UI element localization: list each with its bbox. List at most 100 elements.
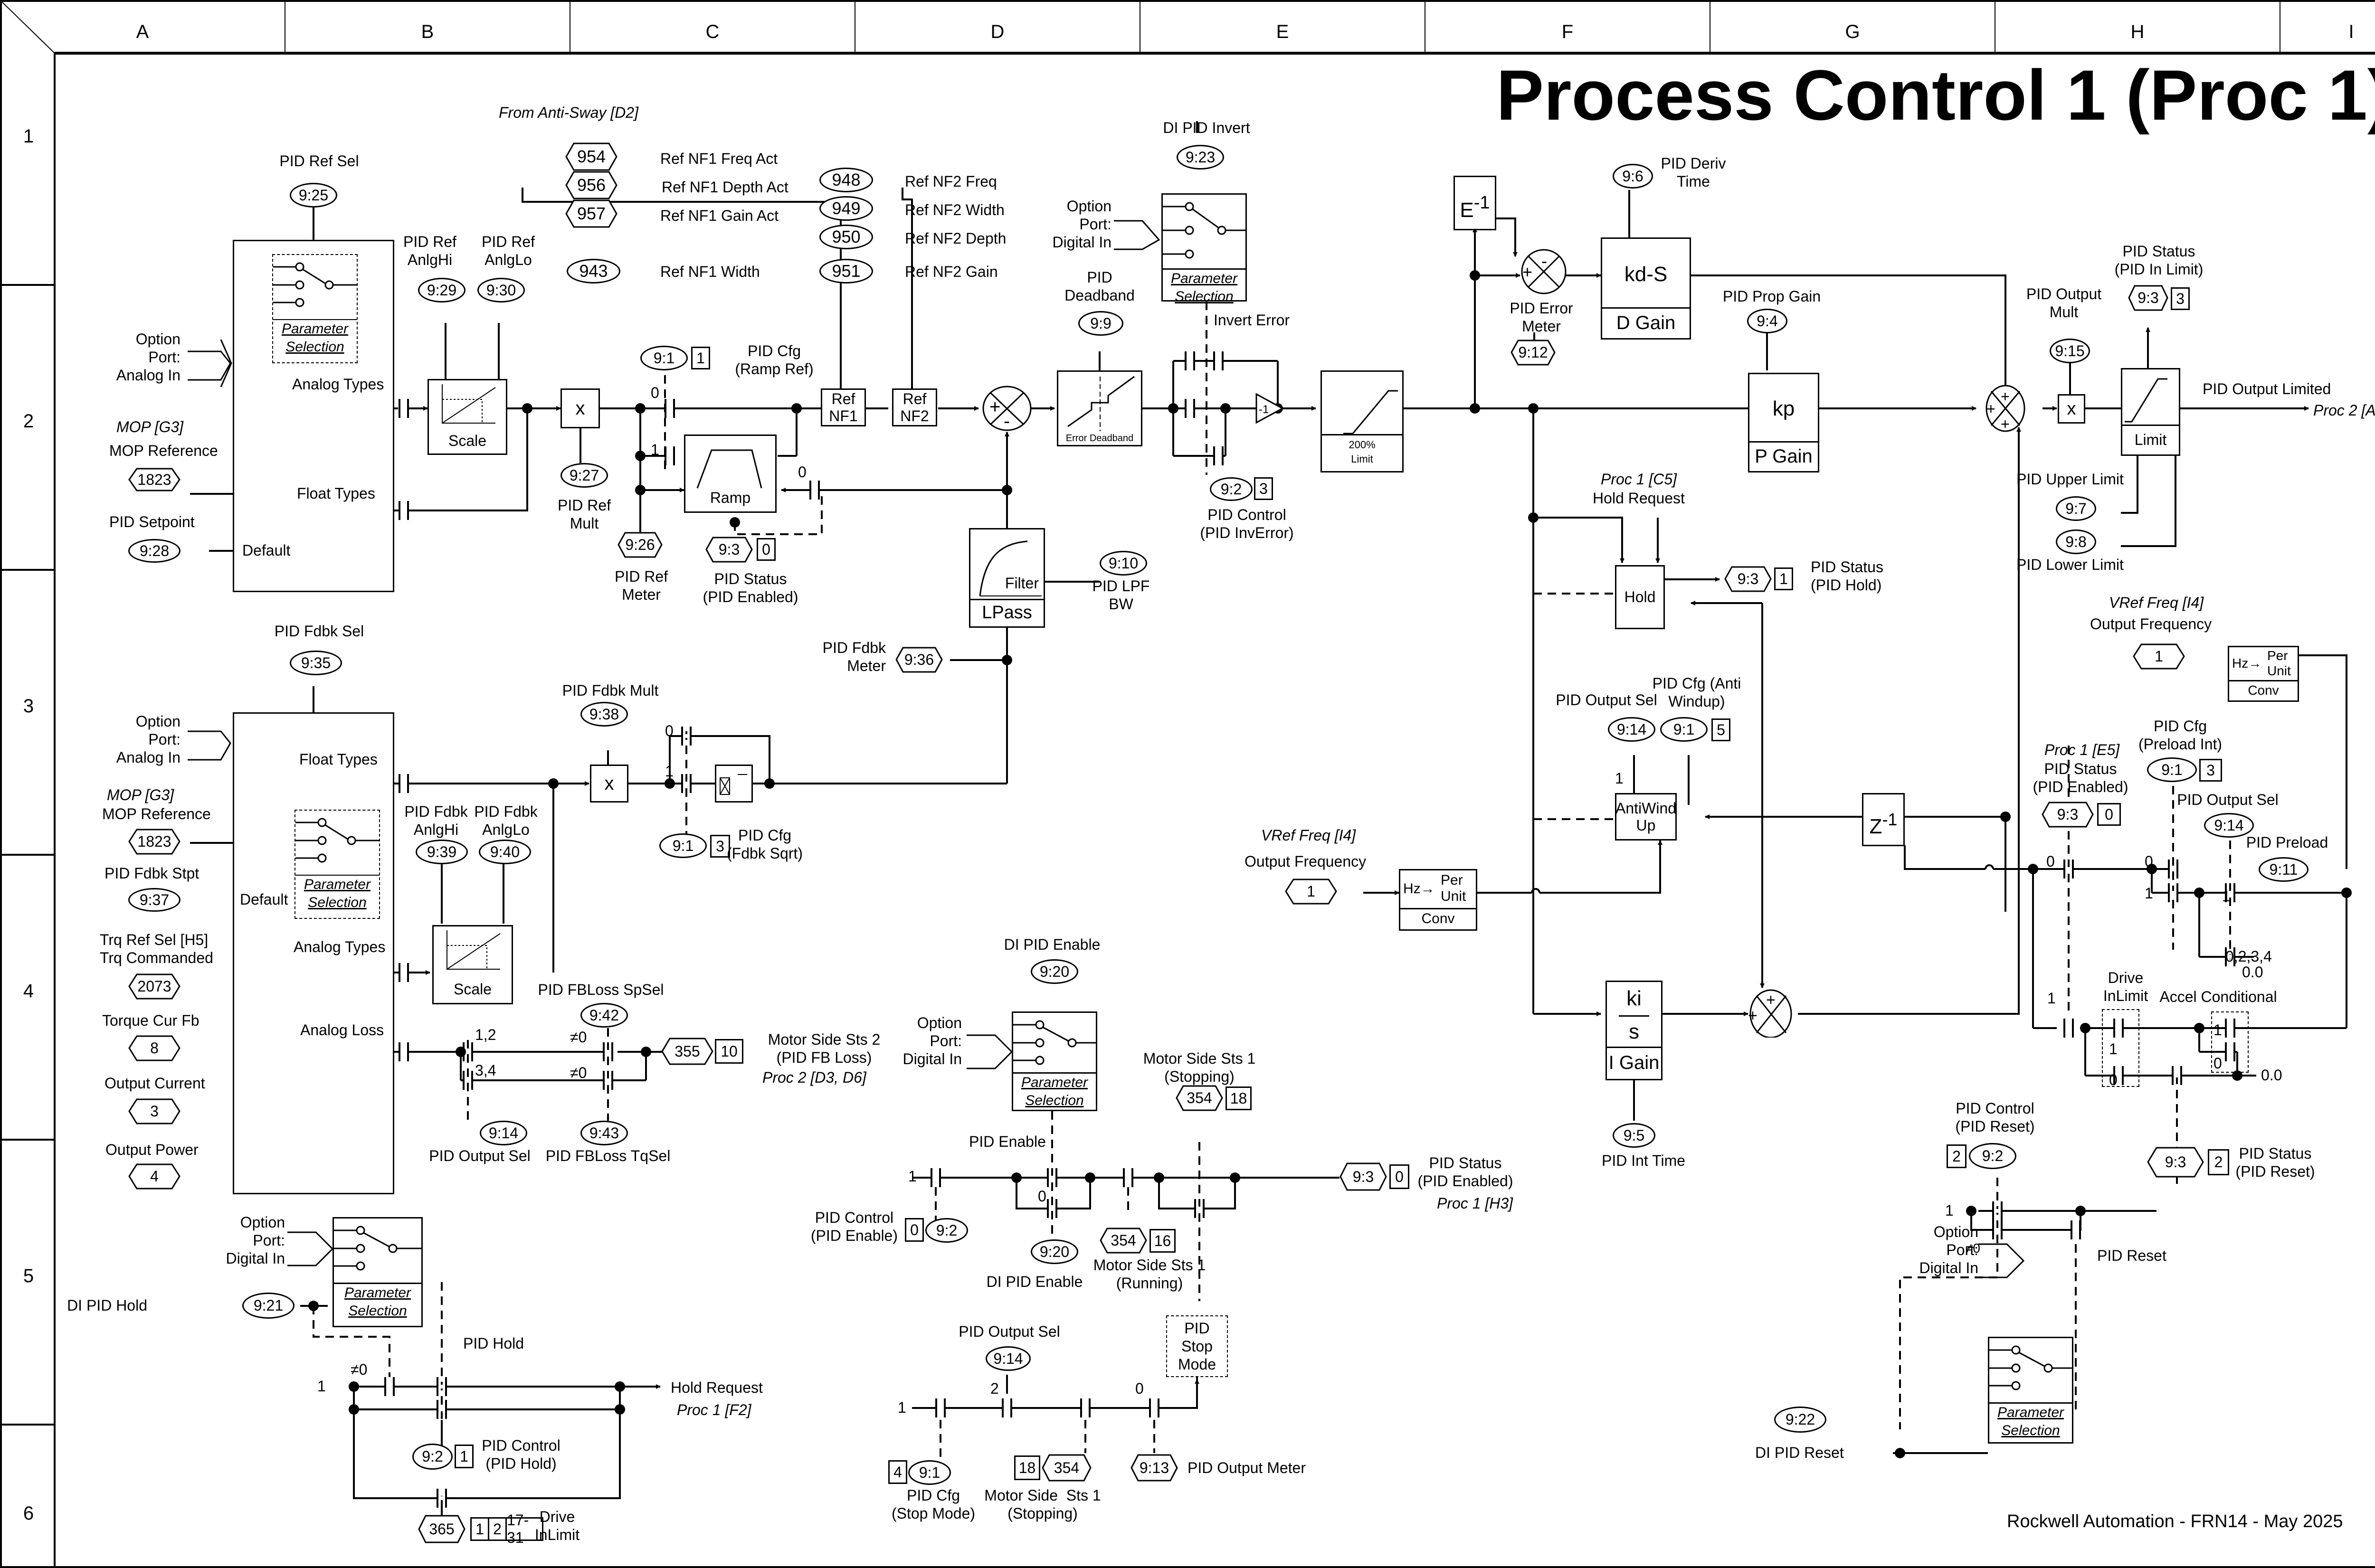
prop-gain-param[interactable]: 9:4 bbox=[1747, 309, 1787, 333]
stop-cfg-param[interactable]: 9:1 bbox=[908, 1460, 951, 1485]
fdbk-anlglo-param[interactable]: 9:40 bbox=[479, 840, 531, 864]
fdbk-meter-param[interactable]: 9:36 bbox=[895, 647, 943, 673]
fbloss-link[interactable]: Proc 2 [D3, D6] bbox=[762, 1069, 866, 1086]
error-meter-param[interactable]: 9:12 bbox=[1510, 340, 1556, 366]
ref-status-bit: 0 bbox=[757, 538, 776, 561]
stop-sts-param[interactable]: 354 bbox=[1042, 1454, 1092, 1482]
torque-param[interactable]: 8 bbox=[128, 1035, 180, 1061]
vref-right-param[interactable]: 1 bbox=[2133, 643, 2185, 670]
nf2-freq-param[interactable]: 948 bbox=[819, 168, 873, 192]
int-time-param[interactable]: 9:5 bbox=[1613, 1123, 1655, 1148]
stop-sts-label: Motor Side Sts 1 (Stopping) bbox=[984, 1487, 1101, 1522]
junction-dot bbox=[548, 778, 559, 789]
junction-dot bbox=[635, 451, 646, 461]
hold-out-link[interactable]: Proc 1 [F2] bbox=[677, 1401, 751, 1418]
enable-status-param[interactable]: 9:3 bbox=[1340, 1162, 1387, 1191]
fdbk-mop-param[interactable]: 1823 bbox=[128, 829, 180, 855]
accel-cond-0: 0 bbox=[2214, 1055, 2222, 1072]
invert-param[interactable]: 9:23 bbox=[1177, 145, 1224, 170]
stopping-param[interactable]: 354 bbox=[1176, 1085, 1223, 1111]
row-header-6: 6 bbox=[23, 1503, 34, 1524]
nf2-depth-param[interactable]: 950 bbox=[819, 225, 873, 249]
power-param[interactable]: 4 bbox=[128, 1163, 180, 1190]
preload-out-sel-param[interactable]: 9:14 bbox=[2204, 813, 2254, 838]
fdbk-sel-param[interactable]: 9:35 bbox=[290, 651, 342, 675]
reset-status-param[interactable]: 9:3 bbox=[2147, 1147, 2204, 1178]
nf1-width-label: Ref NF1 Width bbox=[660, 263, 760, 280]
trq-link[interactable]: Trq Ref Sel [H5] bbox=[100, 931, 209, 948]
ramp-cfg-param[interactable]: 9:1 bbox=[640, 346, 688, 370]
vref-mid-param[interactable]: 1 bbox=[1285, 878, 1337, 905]
nf1-width-param[interactable]: 943 bbox=[567, 259, 620, 283]
anti-sway-link[interactable]: From Anti-Sway [D2] bbox=[499, 104, 638, 121]
hold-di-param[interactable]: 9:21 bbox=[242, 1293, 294, 1319]
fbloss-status-param[interactable]: 355 bbox=[661, 1038, 713, 1065]
aw-cfg-param[interactable]: 9:1 bbox=[1660, 717, 1708, 742]
switch-icon bbox=[334, 1226, 422, 1271]
fbloss-tqsel-param[interactable]: 9:43 bbox=[580, 1121, 628, 1145]
fbloss-out-sel-param[interactable]: 9:14 bbox=[480, 1121, 527, 1145]
hold-inlimit-param[interactable]: 365 bbox=[418, 1515, 466, 1543]
nf2-gain-param[interactable]: 951 bbox=[819, 259, 873, 283]
ref-meter-param[interactable]: 9:26 bbox=[618, 532, 663, 558]
hold-ctrl-param[interactable]: 9:2 bbox=[412, 1444, 453, 1470]
e-inverse-exp: -1 bbox=[1473, 193, 1490, 213]
junction-dot bbox=[2028, 864, 2038, 874]
scale-graph-icon bbox=[442, 384, 496, 424]
fdbk-mop-link[interactable]: MOP [G3] bbox=[107, 786, 174, 803]
output-meter-param[interactable]: 9:13 bbox=[1130, 1454, 1178, 1482]
inv-ctrl-param[interactable]: 9:2 bbox=[1210, 477, 1253, 501]
di-enable-param-b[interactable]: 9:20 bbox=[1031, 1239, 1078, 1264]
ref-mult-param[interactable]: 9:27 bbox=[560, 463, 608, 488]
lower-limit-param[interactable]: 9:8 bbox=[2056, 529, 2096, 554]
deadband-graph-icon bbox=[1067, 376, 1135, 431]
di-enable-param[interactable]: 9:20 bbox=[1031, 959, 1078, 984]
fbloss-spsel-param[interactable]: 9:42 bbox=[580, 1003, 628, 1028]
ref-anlglo-param[interactable]: 9:30 bbox=[477, 278, 525, 302]
fdbk-stpt-param[interactable]: 9:37 bbox=[128, 888, 180, 912]
sqrt-cfg-param[interactable]: 9:1 bbox=[659, 833, 707, 858]
stop-out-sel-param[interactable]: 9:14 bbox=[986, 1346, 1031, 1371]
upper-limit-param[interactable]: 9:7 bbox=[2056, 496, 2096, 521]
hold-status-param[interactable]: 9:3 bbox=[1724, 566, 1772, 592]
reset-di-param[interactable]: 9:22 bbox=[1774, 1407, 1826, 1433]
nf1-depth-param[interactable]: 956 bbox=[565, 171, 618, 199]
deriv-time-param[interactable]: 9:6 bbox=[1613, 164, 1653, 189]
mop-param[interactable]: 1823 bbox=[128, 468, 180, 491]
drive-inlimit-1: 1 bbox=[2109, 1040, 2118, 1058]
current-param[interactable]: 3 bbox=[128, 1098, 180, 1124]
vref-mid-link[interactable]: VRef Freq [I4] bbox=[1261, 827, 1356, 844]
fbloss-ne0b: ≠0 bbox=[570, 1064, 587, 1081]
hold-link[interactable]: Proc 1 [C5] bbox=[1600, 471, 1677, 488]
nf1-gain-param[interactable]: 957 bbox=[565, 199, 618, 228]
preload-param[interactable]: 9:11 bbox=[2259, 857, 2308, 882]
nf2-width-param[interactable]: 949 bbox=[819, 196, 873, 221]
lpf-param[interactable]: 9:10 bbox=[1100, 551, 1147, 576]
ref-mult-block: x bbox=[560, 388, 600, 428]
fdbk-mult-param[interactable]: 9:38 bbox=[580, 702, 628, 727]
limit-status-param[interactable]: 9:3 bbox=[2128, 285, 2168, 311]
trq-param[interactable]: 2073 bbox=[128, 973, 180, 1000]
out-mult-param[interactable]: 9:15 bbox=[2050, 339, 2090, 363]
ref-sel-param[interactable]: 9:25 bbox=[290, 183, 337, 208]
fdbk-anlghi-param[interactable]: 9:39 bbox=[416, 840, 468, 864]
enable-ctrl-param[interactable]: 9:2 bbox=[925, 1218, 968, 1243]
preload-status-param[interactable]: 9:3 bbox=[2042, 802, 2094, 828]
nf1-freq-param[interactable]: 954 bbox=[565, 142, 618, 171]
ref-anlghi-param[interactable]: 9:29 bbox=[418, 278, 466, 302]
enable-status-link[interactable]: Proc 1 [H3] bbox=[1437, 1195, 1513, 1212]
column-header-i: I bbox=[2348, 21, 2354, 42]
running-param[interactable]: 354 bbox=[1100, 1228, 1147, 1254]
contact-symbol bbox=[1047, 1199, 1057, 1218]
aw-out-sel-param[interactable]: 9:14 bbox=[1608, 717, 1655, 742]
column-header-b: B bbox=[421, 21, 434, 42]
ref-status-param[interactable]: 9:3 bbox=[705, 537, 753, 563]
reset-ctrl-param[interactable]: 9:2 bbox=[1969, 1143, 2016, 1169]
deadband-param[interactable]: 9:9 bbox=[1078, 311, 1123, 336]
vref-right-link[interactable]: VRef Freq [I4] bbox=[2109, 594, 2204, 611]
output-limited-link[interactable]: Proc 2 [A2] bbox=[2313, 402, 2375, 419]
preload-cfg-param[interactable]: 9:1 bbox=[2147, 757, 2197, 782]
mop-link[interactable]: MOP [G3] bbox=[116, 418, 184, 435]
setpoint-param[interactable]: 9:28 bbox=[128, 539, 180, 563]
preload-status-link[interactable]: Proc 1 [E5] bbox=[2044, 741, 2120, 758]
